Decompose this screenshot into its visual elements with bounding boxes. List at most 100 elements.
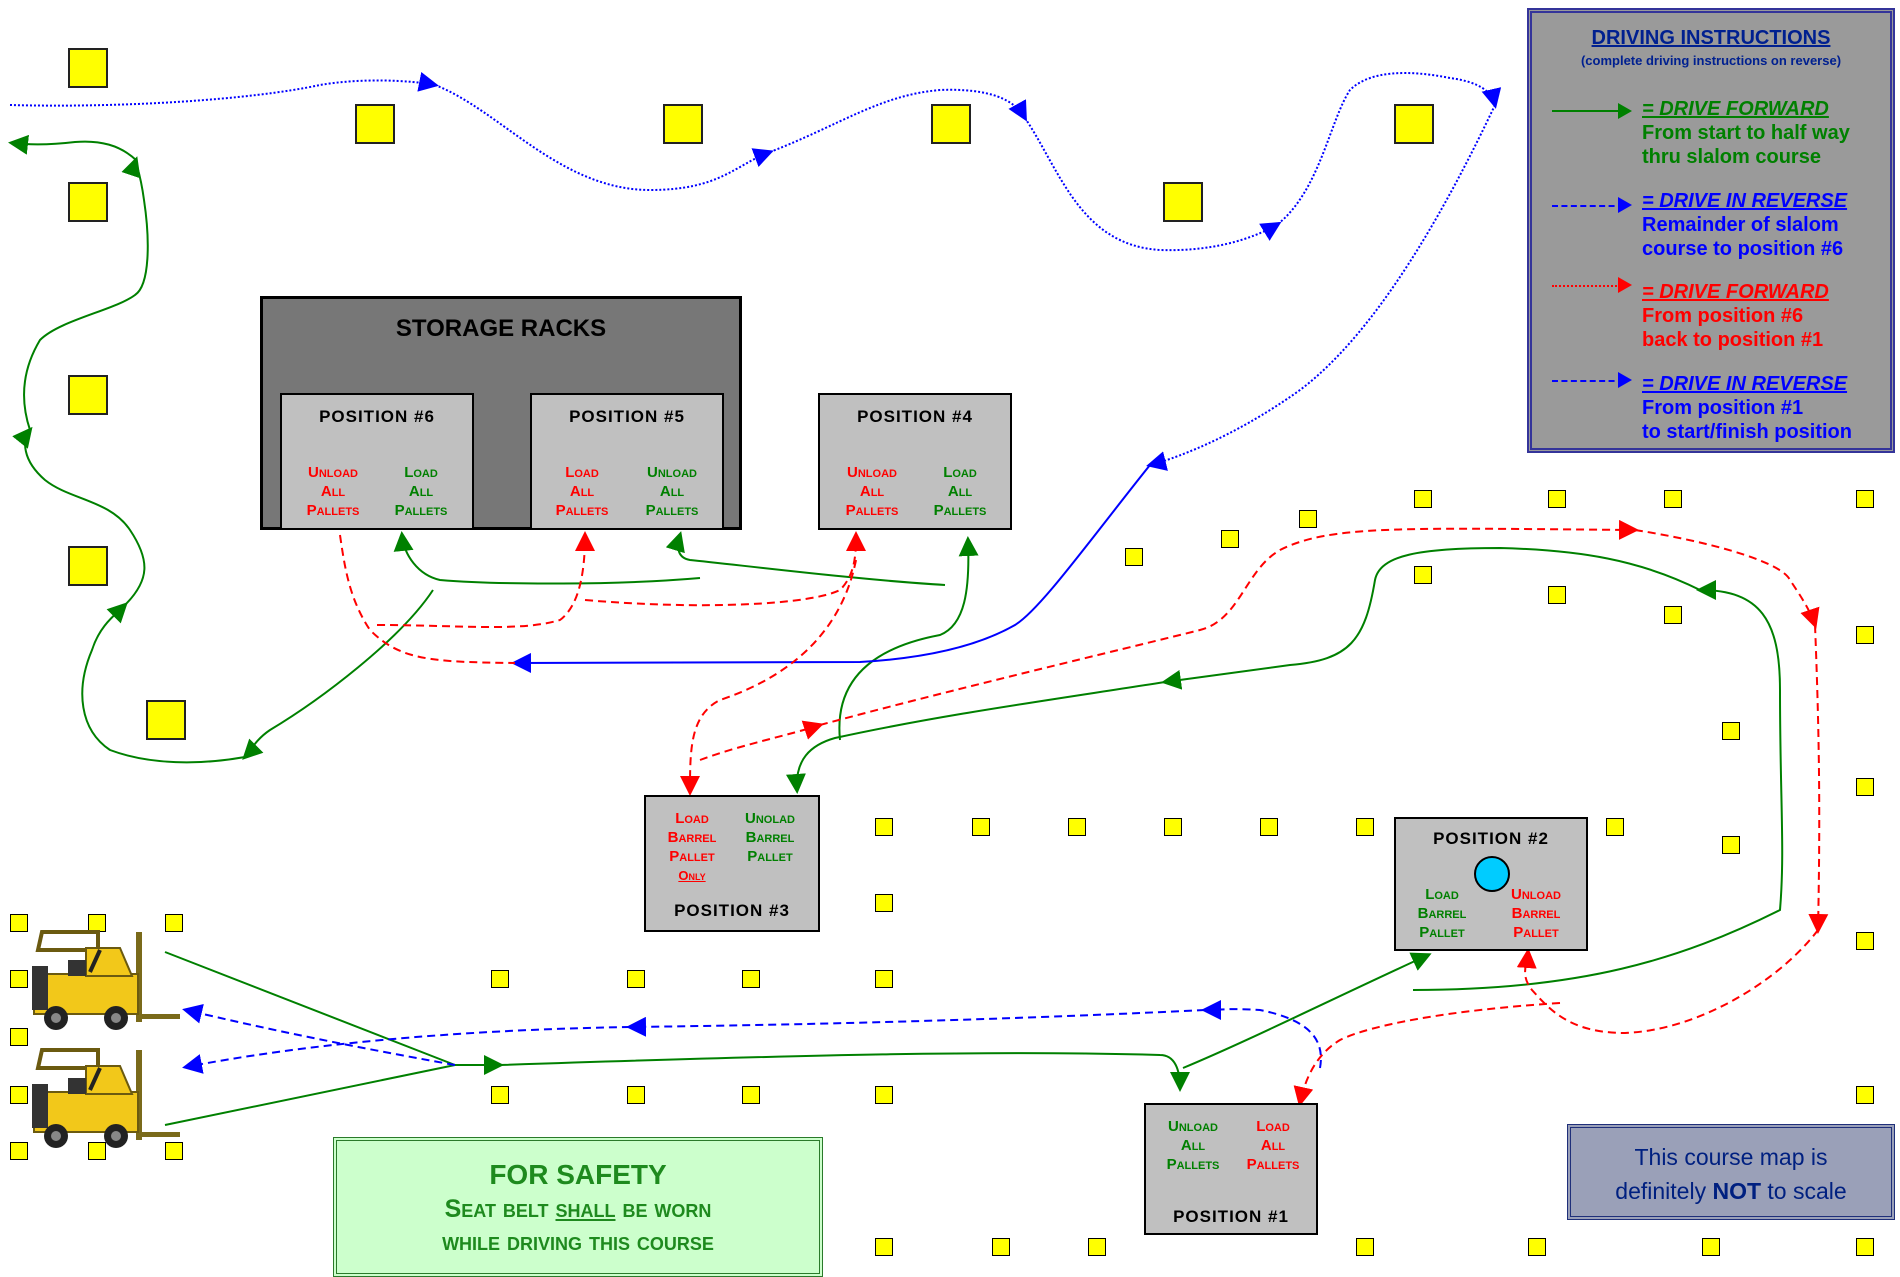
- legend-line-reverse: [1552, 205, 1624, 207]
- cone-marker: [742, 970, 760, 988]
- forward-path-slalom-d: [23, 156, 149, 431]
- forward-path-slalom-c: [12, 426, 146, 606]
- legend-desc-3a: From position #6: [1642, 305, 1804, 327]
- cone-marker: [1221, 530, 1239, 548]
- cone-marker: [10, 1028, 28, 1046]
- position-2-box: POSITION #2 Load Barrel Pallet Unload Ba…: [1394, 817, 1588, 951]
- cone-marker: [1856, 932, 1874, 950]
- position-3-left-2: Barrel: [667, 829, 717, 846]
- cone-marker: [1856, 490, 1874, 508]
- cone-marker: [972, 818, 990, 836]
- position-4-right-1: Load: [943, 464, 977, 481]
- cone-marker: [1664, 606, 1682, 624]
- cone-marker: [1299, 510, 1317, 528]
- position-3-left-1: Load: [675, 810, 709, 827]
- position-3-load: Load Barrel Pallet Only: [662, 809, 722, 885]
- legend-item-4: = DRIVE IN REVERSE From position #1 to s…: [1642, 372, 1852, 444]
- legend-arrow-reverse: [1618, 197, 1632, 213]
- legend-arrow-reverse-2: [1618, 372, 1632, 388]
- position-3-right-3: Pallet: [747, 848, 793, 865]
- position-2-right-1: Unload: [1511, 886, 1561, 903]
- safety-notice: FOR SAFETY Seat belt shall be worn while…: [333, 1137, 823, 1277]
- cone-marker: [1528, 1238, 1546, 1256]
- safety-title: FOR SAFETY: [489, 1159, 667, 1190]
- scale-note-line-2c: to scale: [1761, 1178, 1847, 1204]
- position-4-left-2: All: [859, 483, 885, 500]
- return-path-down-right: [1808, 624, 1829, 934]
- position-2-left-3: Pallet: [1419, 924, 1465, 941]
- cone-marker: [68, 546, 108, 586]
- position-5-left-1: Load: [565, 464, 599, 481]
- legend-desc-4b: to start/finish position: [1642, 421, 1852, 443]
- cone-marker: [1548, 586, 1566, 604]
- cone-marker: [10, 1142, 28, 1160]
- legend-item-3: = DRIVE FORWARD From position #6 back to…: [1642, 280, 1829, 352]
- cone-marker: [627, 970, 645, 988]
- position-2-right-2: Barrel: [1511, 905, 1561, 922]
- legend-desc-2b: course to position #6: [1642, 238, 1844, 260]
- position-1-right-1: Load: [1256, 1118, 1290, 1135]
- reverse-path-top-a: [9, 72, 439, 107]
- cone-marker: [1722, 722, 1740, 740]
- safety-line-2b: shall: [555, 1195, 616, 1223]
- forward-path-slalom-b: [81, 602, 246, 764]
- position-4-right-3: Pallets: [933, 502, 987, 519]
- reverse-path-top-e: [1277, 72, 1502, 225]
- cone-marker: [491, 1086, 509, 1104]
- legend-line-reverse-2: [1552, 380, 1624, 382]
- cone-marker: [875, 818, 893, 836]
- scale-note: This course map is definitely NOT to sca…: [1567, 1124, 1895, 1220]
- position-4-load: Load All Pallets: [922, 463, 998, 520]
- cone-marker: [491, 970, 509, 988]
- cone-marker: [742, 1086, 760, 1104]
- legend-desc-1a: From start to half way: [1642, 122, 1850, 144]
- reverse-path-top-d: [1024, 117, 1282, 252]
- legend-line-forward: [1552, 110, 1624, 112]
- barrel-icon: [1474, 856, 1510, 892]
- position-4-title: POSITION #4: [857, 407, 973, 426]
- legend-arrow-return: [1618, 277, 1632, 293]
- position-6-unload: Unload All Pallets: [294, 463, 372, 520]
- cone-marker: [1856, 1086, 1874, 1104]
- legend-title: DRIVING INSTRUCTIONS: [1591, 27, 1831, 49]
- return-path-p4-to-p3: [680, 559, 857, 796]
- cone-marker: [1088, 1238, 1106, 1256]
- cone-marker: [875, 1238, 893, 1256]
- cone-marker: [1414, 490, 1432, 508]
- position-3-box: Load Barrel Pallet Only Unolad Barrel Pa…: [644, 795, 820, 932]
- legend-item-2: = DRIVE IN REVERSE Remainder of slalom c…: [1642, 189, 1847, 261]
- return-path-p6-out: [339, 534, 516, 664]
- cone-marker: [1856, 778, 1874, 796]
- return-path-loop-a: [819, 519, 1639, 726]
- position-6-load: Load All Pallets: [382, 463, 460, 520]
- legend-mode-4: = DRIVE IN REVERSE: [1642, 373, 1848, 395]
- position-4-unload: Unload All Pallets: [830, 463, 914, 520]
- position-6-left-3: Pallets: [306, 502, 360, 519]
- scale-note-not: NOT: [1712, 1178, 1762, 1204]
- cone-marker: [1260, 818, 1278, 836]
- position-5-unload: Unload All Pallets: [630, 463, 714, 520]
- position-5-load: Load All Pallets: [542, 463, 622, 520]
- return-path-p3-to-loop: [699, 720, 824, 761]
- position-4-left-1: Unload: [847, 464, 897, 481]
- forward-path-p6: [393, 531, 701, 585]
- legend-mode-2: = DRIVE IN REVERSE: [1642, 190, 1848, 212]
- position-2-unload: Unload Barrel Pallet: [1496, 885, 1576, 942]
- return-path-to-p2: [1516, 929, 1819, 1035]
- forward-path-upper-loop: [1161, 546, 1701, 690]
- cone-marker: [1722, 836, 1740, 854]
- position-1-unload: Unload All Pallets: [1156, 1117, 1230, 1174]
- cone-marker: [146, 700, 186, 740]
- forward-path-start-b: [164, 1055, 504, 1126]
- safety-line-2: Seat belt shall be worn: [337, 1195, 819, 1224]
- legend-desc-4a: From position #1: [1642, 397, 1804, 419]
- position-2-right-3: Pallet: [1513, 924, 1559, 941]
- forward-path-to-p3: [785, 681, 1166, 794]
- return-path-p5-to-p4: [584, 531, 866, 607]
- position-6-right-3: Pallets: [394, 502, 448, 519]
- cone-marker: [663, 104, 703, 144]
- position-5-left-3: Pallets: [555, 502, 609, 519]
- legend-mode-1: = DRIVE FORWARD: [1642, 98, 1829, 120]
- position-2-load: Load Barrel Pallet: [1406, 885, 1478, 942]
